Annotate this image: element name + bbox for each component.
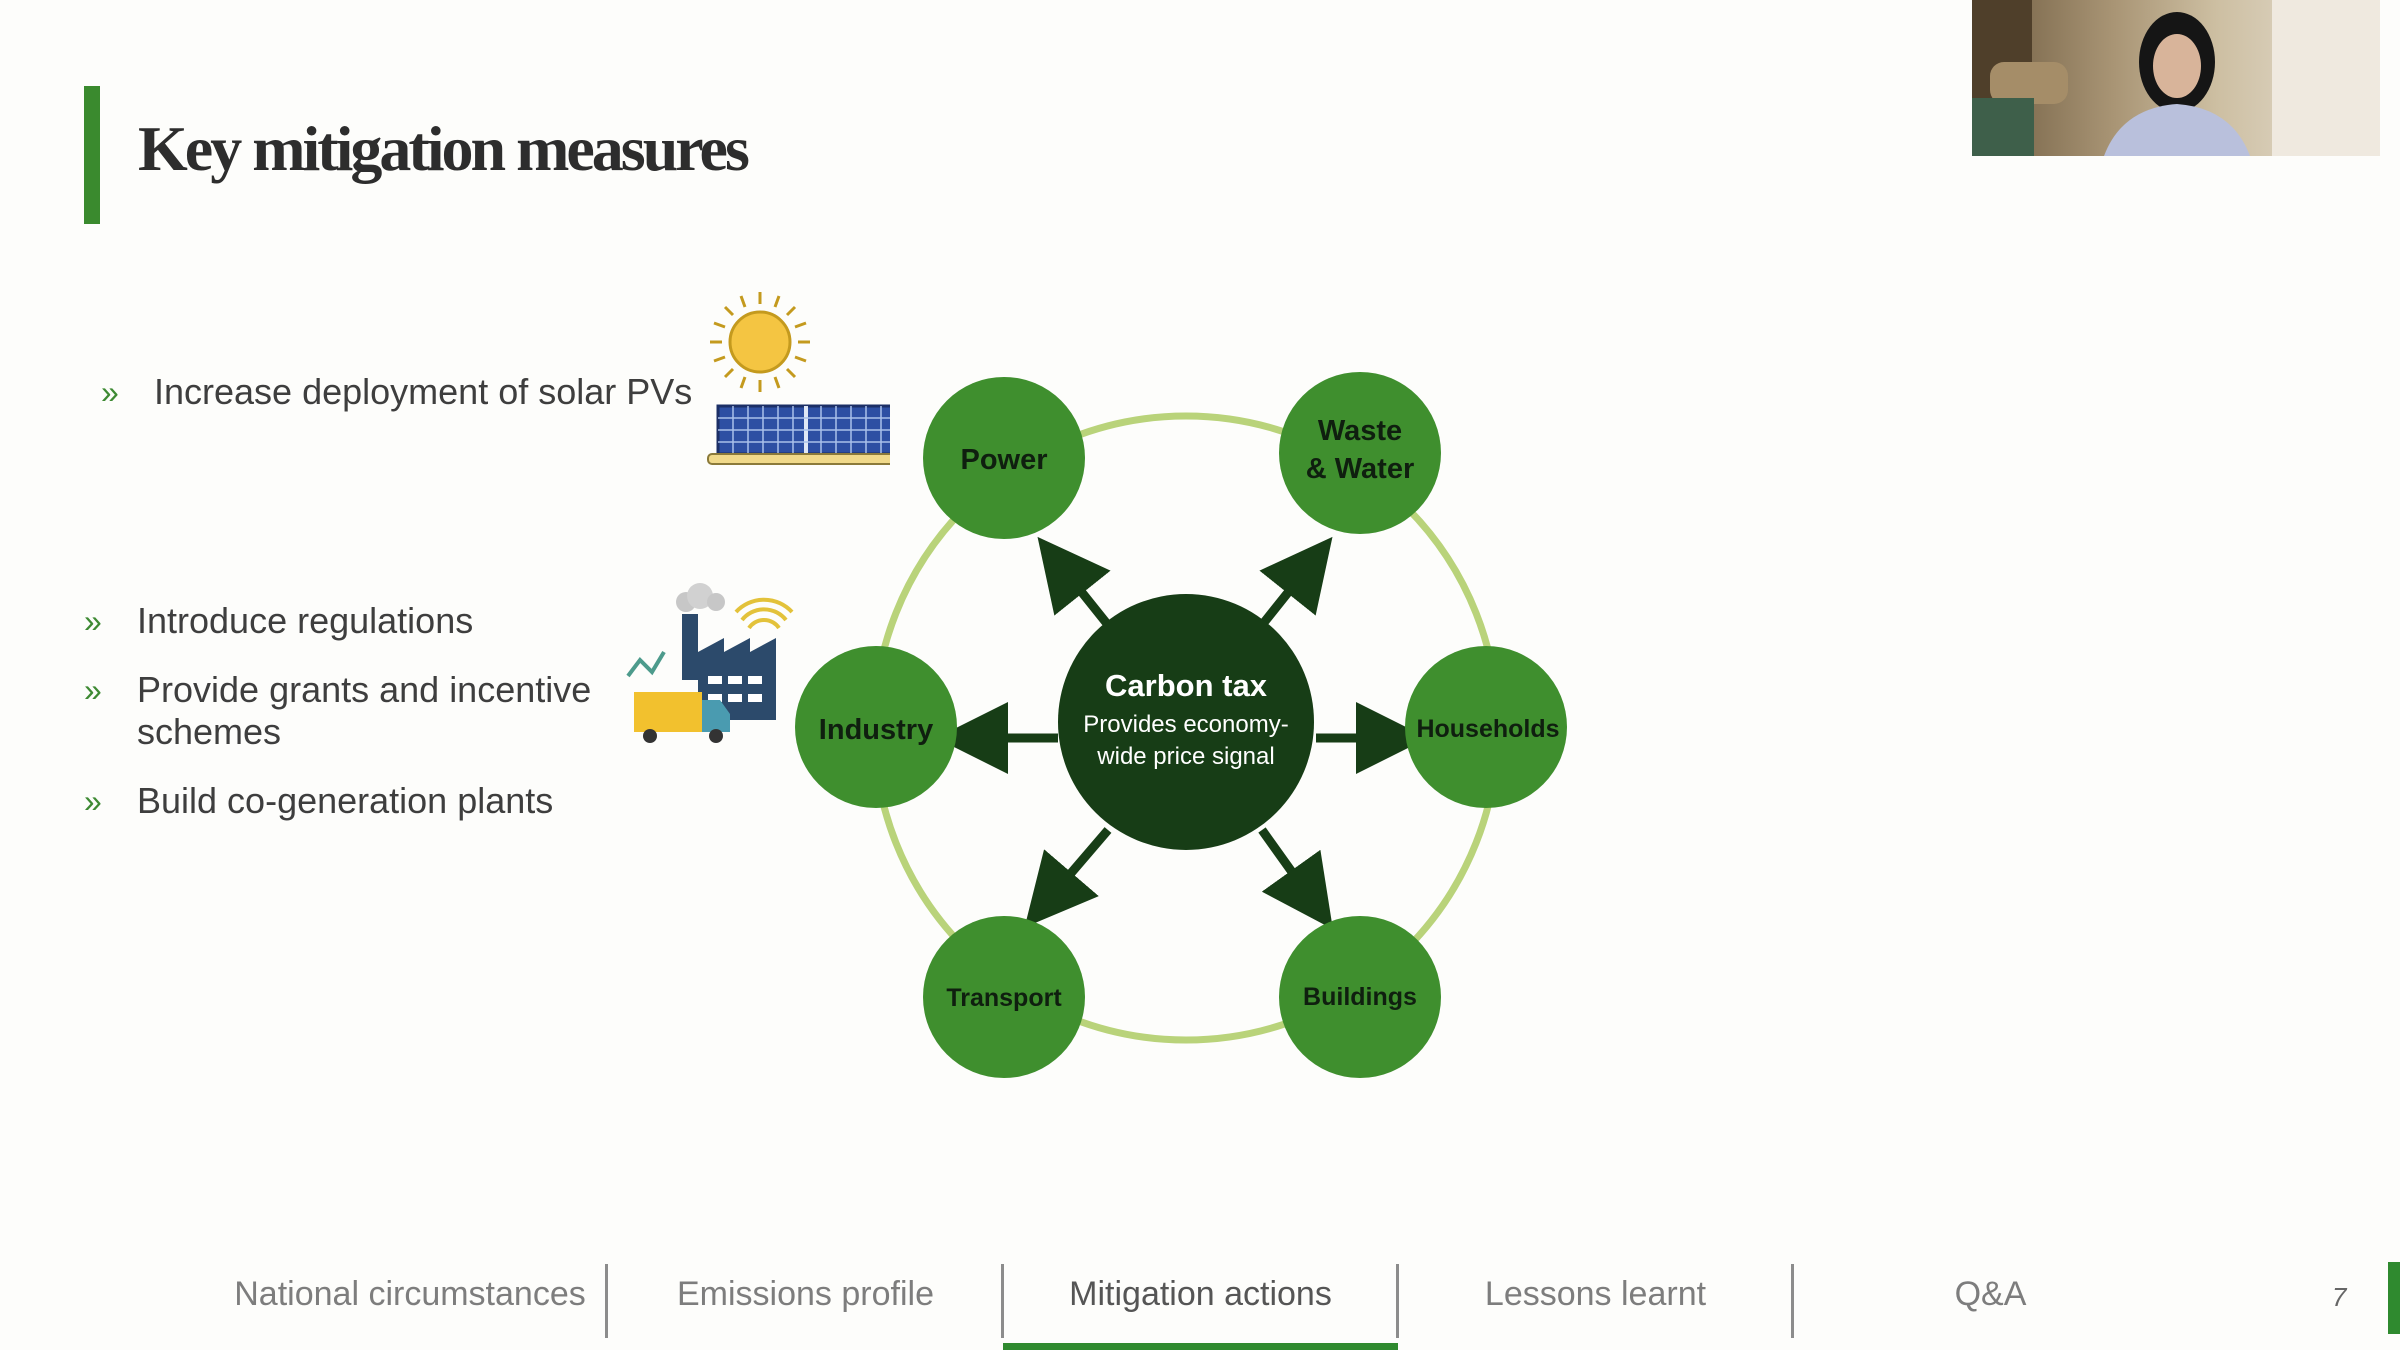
corner-accent-bar — [2388, 1262, 2400, 1334]
tab-qa[interactable]: Q&A — [1954, 1275, 2027, 1313]
title-accent-bar — [84, 86, 100, 224]
node-industry-circle — [795, 646, 957, 808]
node-waste-circle — [1279, 372, 1441, 534]
center-circle — [1058, 594, 1314, 850]
bullet-grants-continued: schemes — [137, 711, 282, 752]
center-line-1: Provides economy- — [1083, 711, 1288, 738]
section-navigation: National circumstances Emissions profile… — [0, 1238, 2400, 1350]
tab-divider — [605, 1264, 608, 1338]
tab-lessons-learnt[interactable]: Lessons learnt — [1484, 1275, 1707, 1313]
tab-national-circumstances[interactable]: National circumstances — [234, 1275, 586, 1313]
factory-truck-icon — [624, 580, 794, 755]
bullet-chevron: » — [101, 374, 119, 410]
center-line-2: wide price signal — [1096, 743, 1274, 770]
node-transport-circle — [923, 916, 1085, 1078]
node-households-circle — [1405, 646, 1567, 808]
node-buildings-label: Buildings — [1303, 983, 1417, 1011]
bullet-chevron: » — [84, 672, 102, 708]
center-title: Carbon tax — [1105, 668, 1268, 703]
node-buildings-circle — [1279, 916, 1441, 1078]
bullet-regulations: Introduce regulations — [137, 600, 474, 641]
node-industry-label: Industry — [819, 714, 933, 746]
bullet-chevron: » — [84, 603, 102, 639]
bullet-solar-pv: Increase deployment of solar PVs — [154, 371, 693, 412]
node-transport-label: Transport — [946, 984, 1062, 1012]
tab-divider — [1396, 1264, 1399, 1338]
node-waste-label-1: Waste — [1318, 415, 1402, 447]
bullet-cogeneration: Build co-generation plants — [137, 780, 554, 821]
node-power-circle — [923, 377, 1085, 539]
node-households-label: Households — [1416, 715, 1559, 743]
arrows — [936, 536, 1428, 930]
tab-divider — [1791, 1264, 1794, 1338]
bullet-grants: Provide grants and incentive — [137, 669, 592, 710]
slide-title: Key mitigation measures — [138, 113, 750, 184]
page-number: 7 — [2332, 1282, 2347, 1312]
node-waste-label-2: & Water — [1306, 453, 1415, 485]
solar-panel-sun-icon — [700, 288, 905, 478]
tab-divider — [1001, 1264, 1004, 1338]
presenter-video-thumbnail — [1972, 0, 2380, 156]
node-power-label: Power — [960, 444, 1047, 476]
bullet-chevron: » — [84, 783, 102, 819]
active-tab-indicator — [1003, 1343, 1398, 1350]
tab-emissions-profile[interactable]: Emissions profile — [677, 1275, 934, 1313]
tab-mitigation-actions[interactable]: Mitigation actions — [1069, 1275, 1332, 1313]
